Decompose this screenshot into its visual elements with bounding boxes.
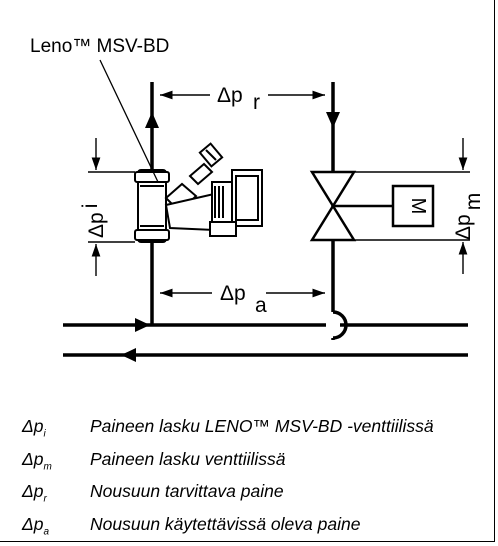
flow-arrow-riser-up	[145, 112, 159, 128]
legend-symbol: Δp	[22, 416, 44, 436]
dp-a-dimension: Δp a	[160, 282, 325, 317]
dp-r-subscript: r	[253, 91, 260, 114]
svg-text:Δp: Δp	[220, 282, 246, 305]
svg-text:a: a	[255, 294, 267, 317]
flow-arrow-riser-down	[326, 112, 340, 128]
dp-a-symbol: Δp	[220, 282, 246, 305]
legend-text: Nousuun käytettävissä oleva paine	[90, 513, 361, 534]
legend-symbol: Δp	[22, 513, 44, 534]
svg-text:Δp: Δp	[217, 84, 243, 107]
legend-text: Nousuun tarvittava paine	[90, 481, 284, 501]
legend-text: Paineen lasku LENO™ MSV-BD -venttiilissä	[90, 416, 434, 436]
svg-text:r: r	[253, 91, 260, 114]
dp-i-label: Δpi	[79, 204, 108, 238]
legend-subscript: i	[43, 428, 46, 440]
legend: Δpi Paineen lasku LENO™ MSV-BD -venttiil…	[22, 414, 434, 544]
valve-label-leader	[99, 59, 159, 183]
legend-row-dp-i: Δpi Paineen lasku LENO™ MSV-BD -venttiil…	[22, 414, 434, 447]
legend-symbol: Δp	[22, 448, 44, 469]
legend-text: Paineen lasku venttiilissä	[90, 448, 286, 469]
dp-r-dimension: Δp r	[160, 84, 325, 114]
dp-m-label: Δpm	[452, 193, 485, 240]
legend-subscript: r	[43, 493, 47, 505]
flow-arrow-return	[121, 348, 136, 362]
pipe-crossover	[326, 310, 348, 340]
legend-row-dp-r: Δpr Nousuun tarvittava paine	[22, 479, 434, 512]
dp-i-dimension	[88, 138, 135, 276]
flow-arrow-supply	[135, 318, 150, 332]
legend-subscript: m	[43, 461, 52, 472]
control-valve	[309, 170, 435, 242]
dp-a-subscript: a	[255, 294, 267, 317]
dp-r-symbol: Δp	[217, 84, 243, 107]
dp-m-dimension	[352, 138, 470, 274]
actuator-label: M	[407, 198, 429, 215]
legend-row-dp-m: Δpm Paineen lasku venttiilissä	[22, 447, 434, 480]
legend-symbol: Δp	[22, 481, 44, 501]
legend-subscript: a	[43, 526, 50, 537]
msv-bd-valve	[134, 142, 263, 243]
legend-row-dp-a: Δpa Nousuun käytettävissä oleva paine	[22, 512, 434, 545]
valve-label: Leno™ MSV-BD	[30, 36, 169, 57]
